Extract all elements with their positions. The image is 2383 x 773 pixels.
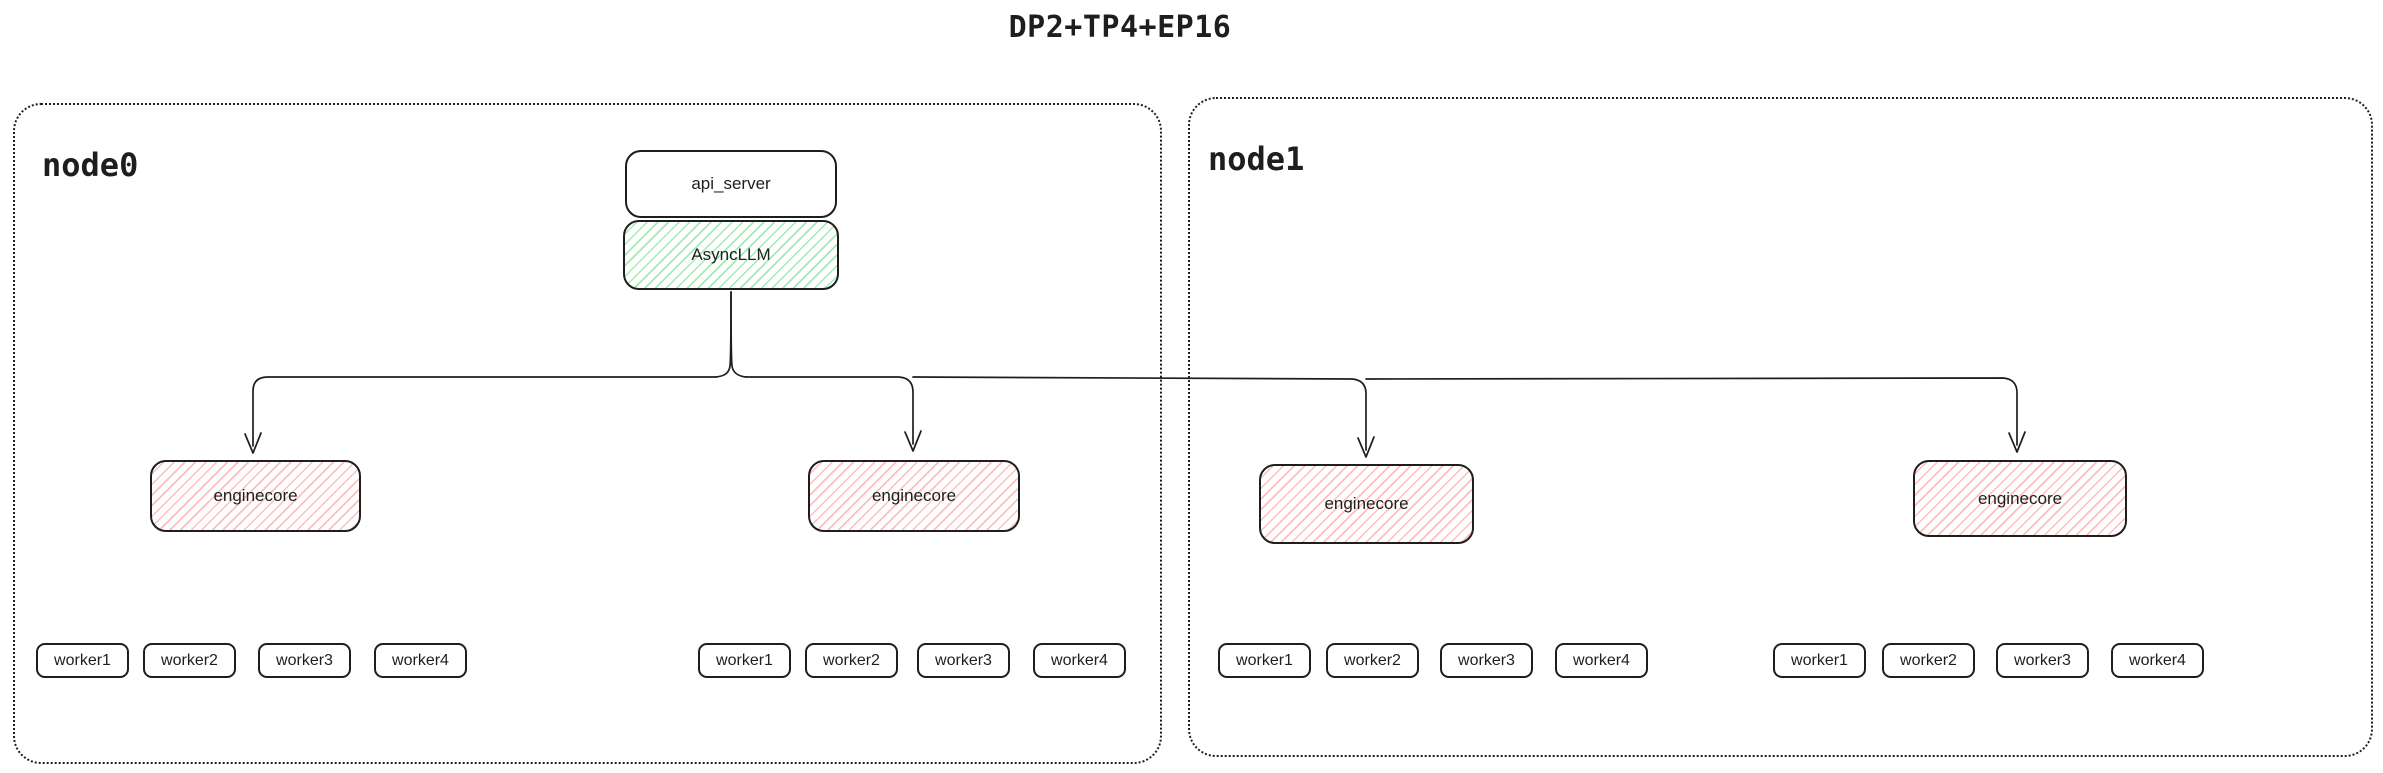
- worker-box: worker2: [805, 643, 898, 678]
- worker-box: worker1: [1773, 643, 1866, 678]
- worker-box: worker3: [917, 643, 1010, 678]
- worker-box: worker2: [1882, 643, 1975, 678]
- diagram-title: DP2+TP4+EP16: [1008, 10, 1232, 45]
- asyncllm-box: AsyncLLM: [623, 220, 839, 290]
- enginecore-box-node1-1: enginecore: [1259, 464, 1474, 544]
- worker-box: worker2: [1326, 643, 1419, 678]
- enginecore-box-node1-2: enginecore: [1913, 460, 2127, 537]
- worker-box: worker4: [2111, 643, 2204, 678]
- worker-box: worker4: [1033, 643, 1126, 678]
- worker-box: worker3: [1996, 643, 2089, 678]
- worker-box: worker4: [374, 643, 467, 678]
- enginecore-box-node0-2: enginecore: [808, 460, 1020, 532]
- worker-box: worker1: [1218, 643, 1311, 678]
- worker-box: worker1: [36, 643, 129, 678]
- enginecore-box-node0-1: enginecore: [150, 460, 361, 532]
- worker-box: worker3: [258, 643, 351, 678]
- worker-box: worker1: [698, 643, 791, 678]
- node0-label: node0: [42, 146, 139, 184]
- worker-box: worker2: [143, 643, 236, 678]
- worker-box: worker4: [1555, 643, 1648, 678]
- worker-box: worker3: [1440, 643, 1533, 678]
- node1-label: node1: [1208, 140, 1305, 178]
- api-server-box: api_server: [625, 150, 837, 218]
